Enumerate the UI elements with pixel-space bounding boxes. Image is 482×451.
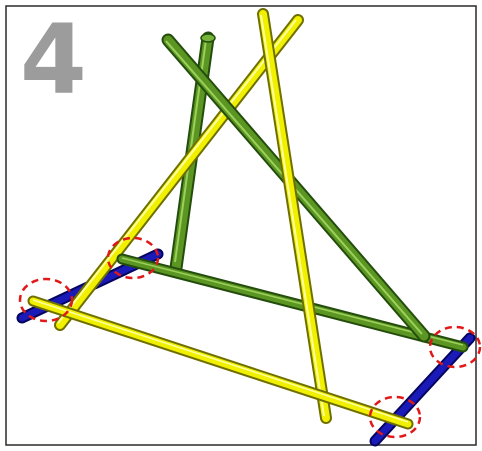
panel-border	[5, 5, 477, 446]
yellow-pole-diagonal-left	[54, 14, 304, 331]
joint-marker-back-right	[428, 325, 482, 369]
joint-marker-front-right	[368, 395, 422, 439]
step-number: 4	[20, 4, 87, 116]
yellow-pole-base	[27, 295, 414, 430]
green-pole-base	[116, 253, 469, 353]
yellow-pole-upright	[257, 8, 332, 424]
joint-marker-front-left	[18, 277, 74, 323]
blue-pole-right	[369, 332, 476, 447]
joint-marker-back-left	[106, 236, 160, 280]
